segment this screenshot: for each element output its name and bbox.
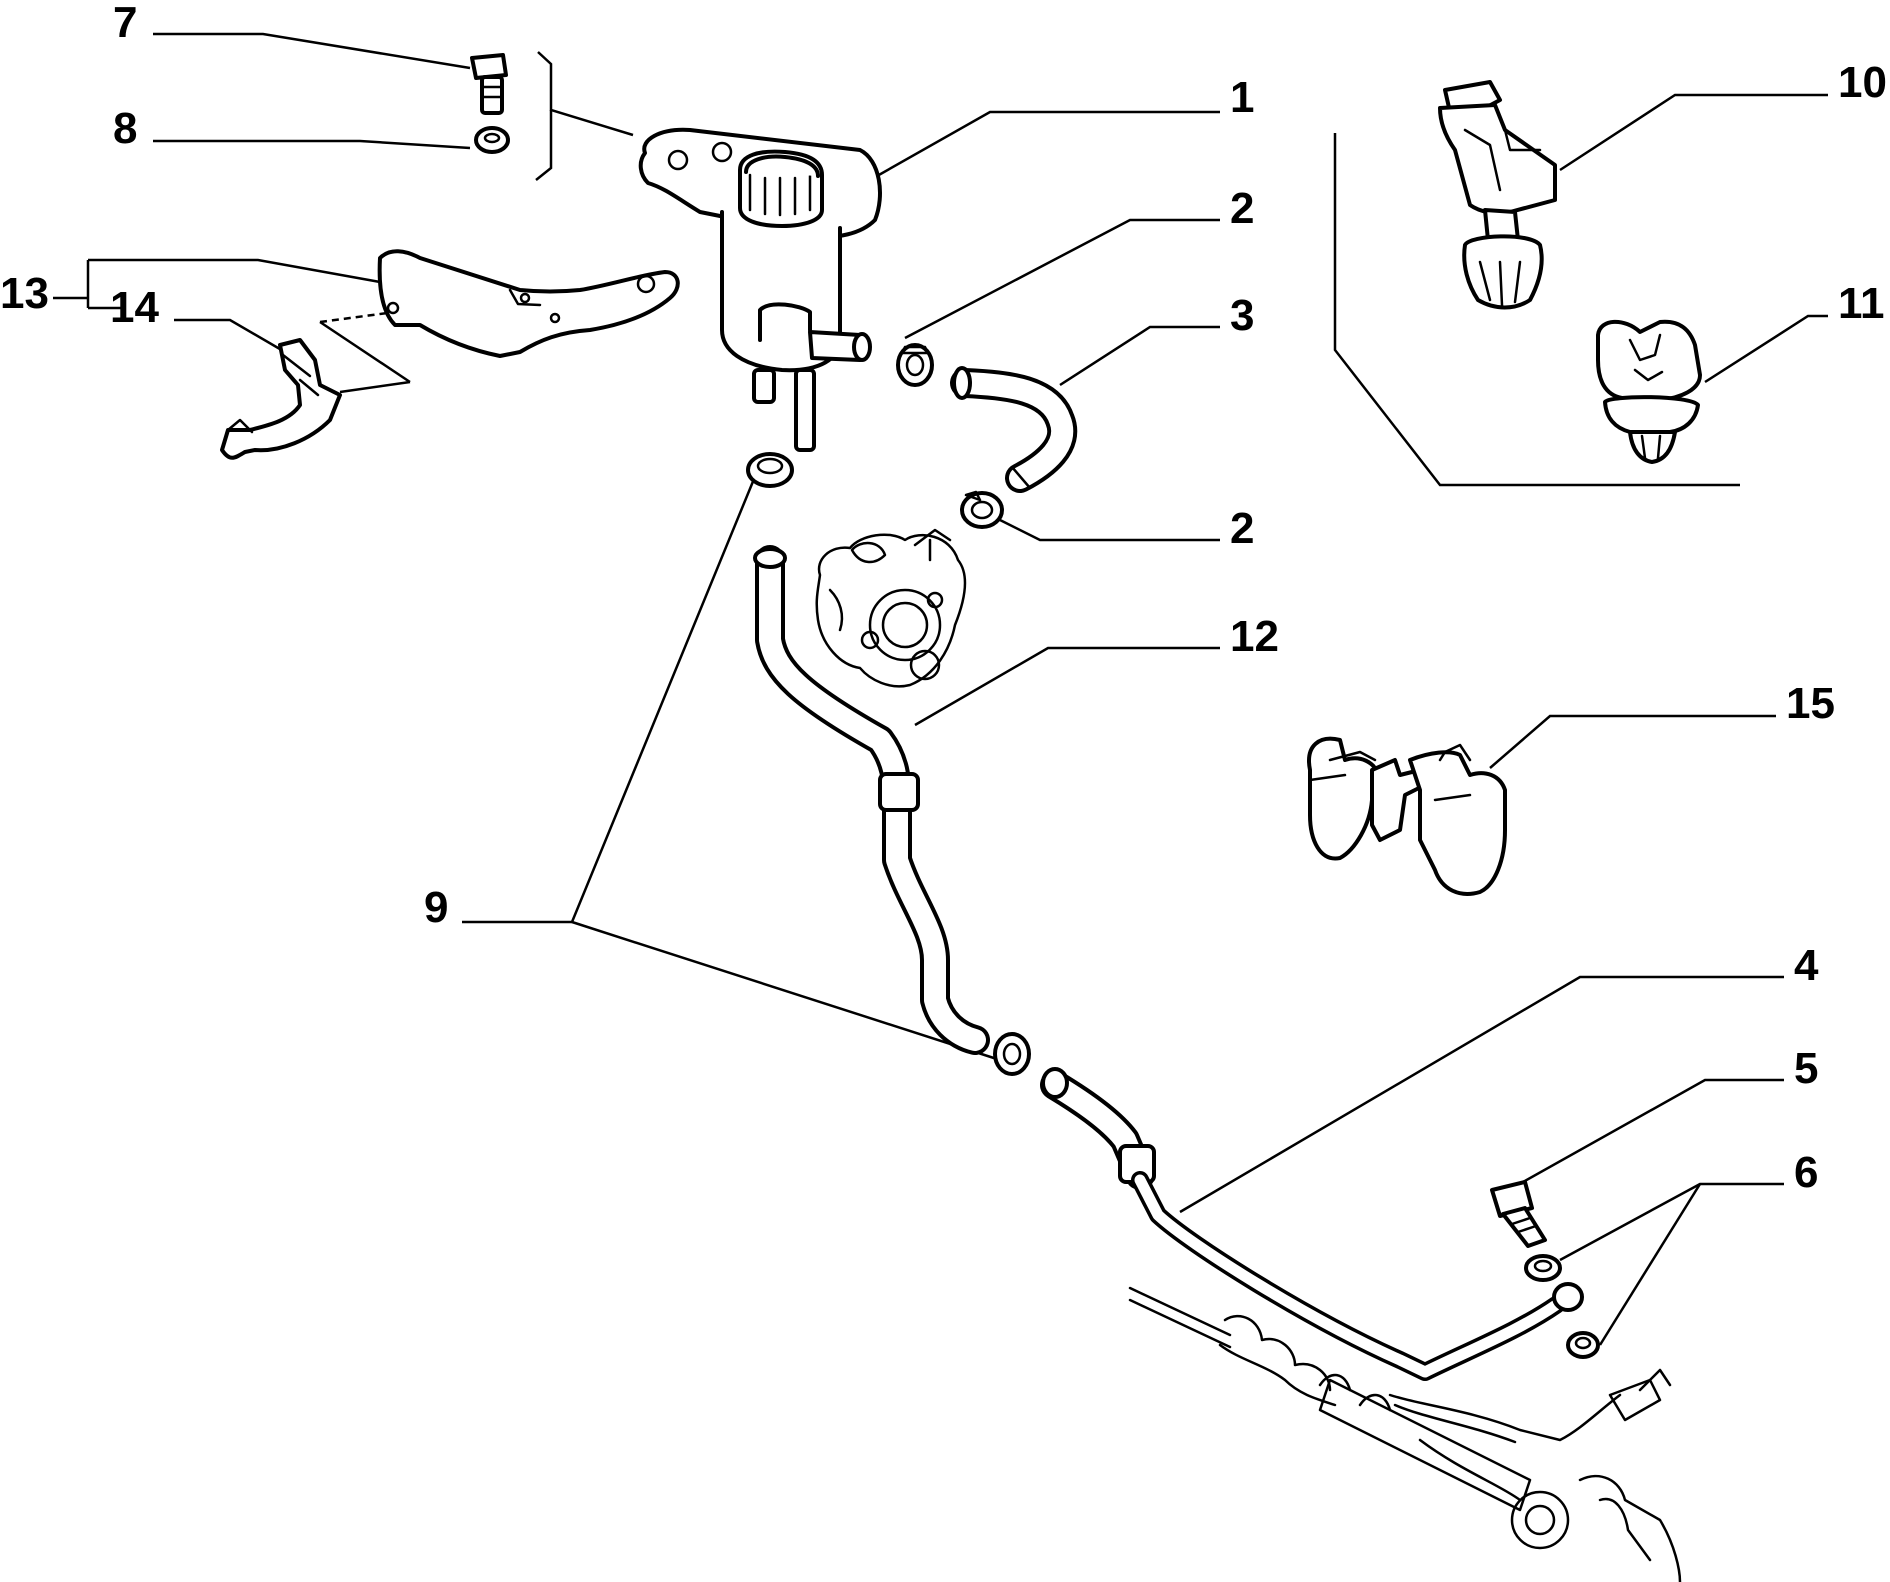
steering-rack: [1128, 1286, 1682, 1582]
steering-pump: [815, 528, 967, 688]
leader-8: [153, 139, 471, 150]
callout-12: 12: [1230, 612, 1279, 661]
leader-6-upper: [1559, 1182, 1784, 1262]
leader-15: [1489, 714, 1776, 769]
clip-part-11: [1596, 319, 1702, 464]
callout-1: 1: [1230, 73, 1254, 122]
bracket-7-8-bottom: [535, 110, 553, 181]
leader-11: [1704, 314, 1828, 384]
leader-12: [914, 646, 1220, 727]
callout-10: 10: [1838, 58, 1887, 107]
leader-9-down: [571, 920, 1001, 1062]
callout-3: 3: [1230, 291, 1254, 340]
callout-15: 15: [1786, 679, 1835, 728]
bolt-part-7: [470, 53, 508, 115]
leader-5: [1522, 1078, 1784, 1184]
leader-2-top: [904, 218, 1220, 340]
leader-10: [1559, 93, 1828, 172]
callout-7: 7: [113, 0, 137, 47]
bracket-part-13: [377, 249, 680, 358]
clamp-part-9-bottom: [993, 1032, 1031, 1076]
leader-2-bottom: [999, 518, 1220, 542]
clamp-part-2-bottom: [960, 490, 1004, 529]
washer-part-8: [474, 126, 510, 154]
leader-lines: [53, 32, 1828, 1346]
bracket-13-top: [88, 258, 381, 284]
clip-part-14: [220, 338, 342, 460]
hose-part-3: [950, 366, 1078, 493]
dashed-link-14: [319, 310, 396, 324]
bracket-7-8-top: [537, 51, 634, 137]
pipe-part-4: [1040, 1067, 1584, 1381]
group-frame-10-11: [1333, 133, 1740, 487]
link-14-a: [319, 320, 411, 384]
leader-14: [174, 318, 286, 354]
callout-9: 9: [424, 883, 448, 932]
callout-2-top: 2: [1230, 184, 1254, 233]
washer-part-6-upper: [1524, 1254, 1562, 1282]
clamp-part-9-top: [746, 452, 794, 488]
leader-1: [869, 110, 1220, 182]
washer-part-6-lower: [1566, 1331, 1600, 1359]
leader-6-lower: [1598, 1183, 1702, 1346]
leader-7: [153, 32, 471, 70]
leader-3: [1059, 325, 1220, 387]
leader-9-up: [462, 478, 756, 924]
callout-8: 8: [113, 104, 137, 153]
callout-5: 5: [1794, 1044, 1818, 1093]
reservoir-part-1: [638, 127, 882, 452]
clamp-part-2-top: [896, 343, 934, 387]
callout-4: 4: [1794, 941, 1819, 990]
leader-4: [1179, 975, 1784, 1214]
callout-2-bottom: 2: [1230, 504, 1254, 553]
callout-13: 13: [0, 269, 49, 318]
bolt-part-5: [1490, 1180, 1547, 1248]
clip-part-10: [1438, 80, 1557, 310]
callout-6: 6: [1794, 1148, 1818, 1197]
callout-11: 11: [1838, 279, 1885, 328]
clip-part-15: [1307, 736, 1507, 896]
link-14-b: [339, 380, 411, 394]
hose-part-12: [753, 545, 990, 1055]
